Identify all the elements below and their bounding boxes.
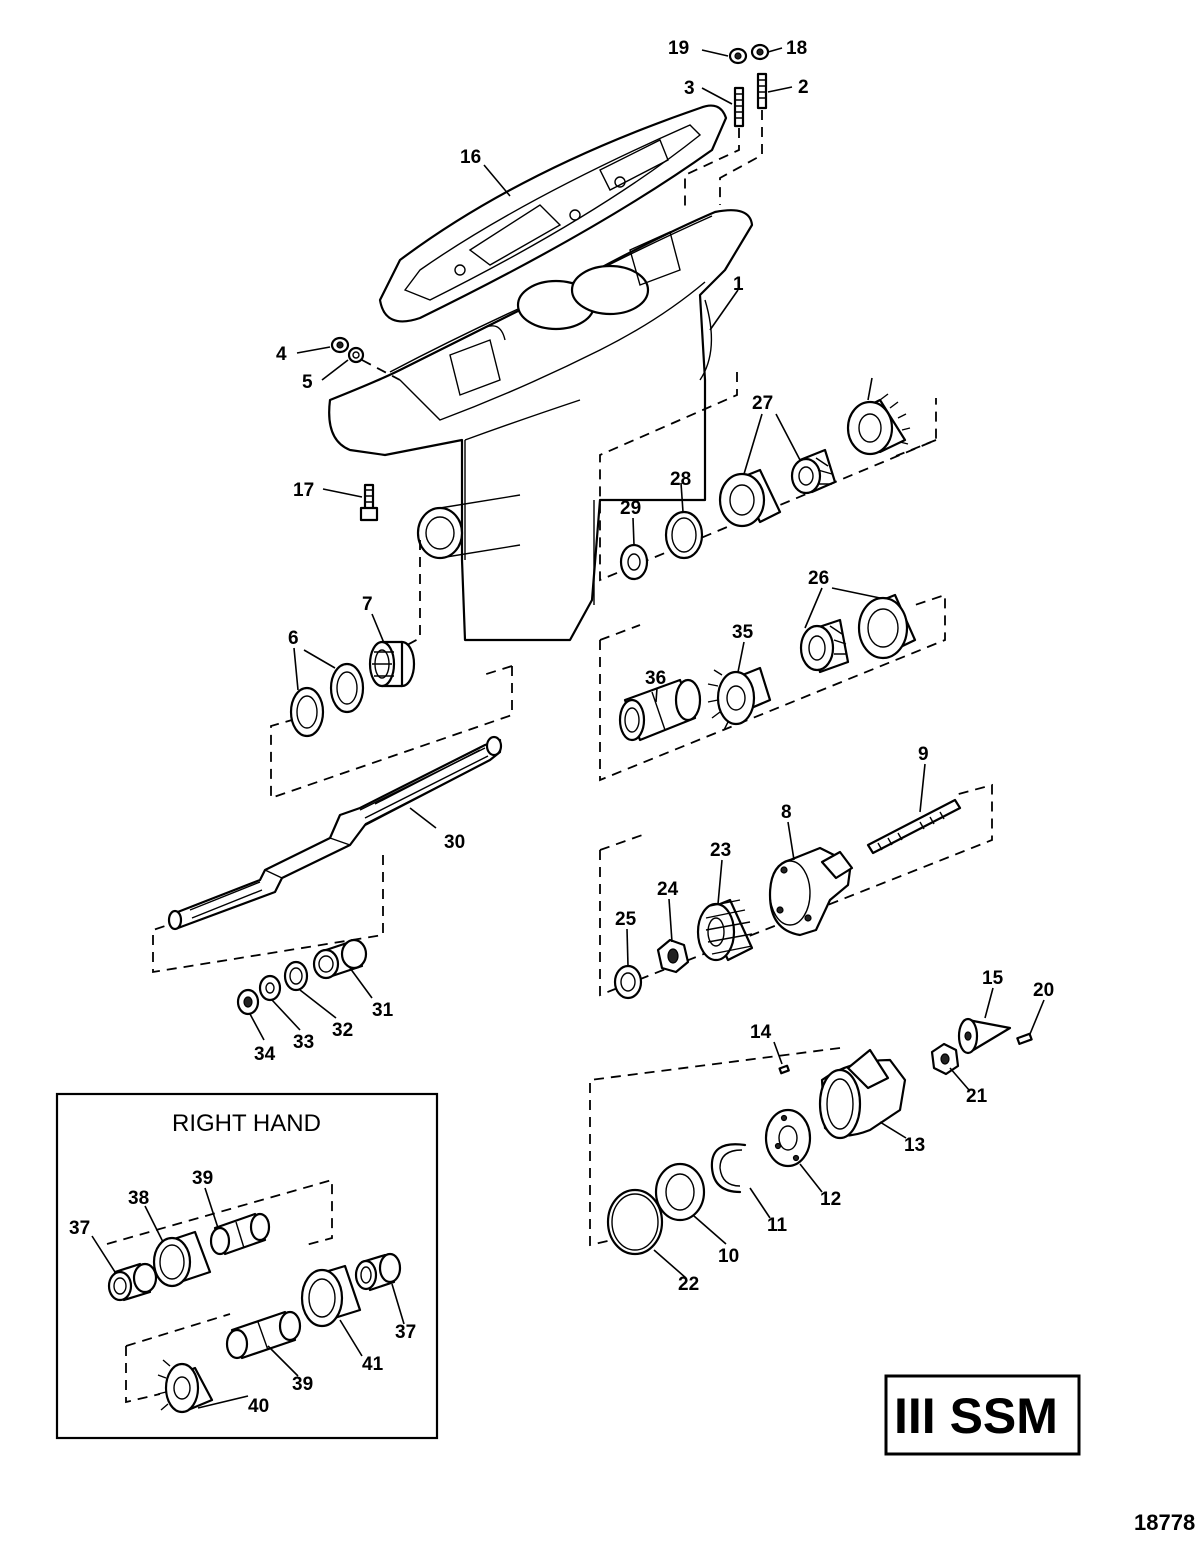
gear-housing-1 [328, 209, 754, 642]
stud-9 [866, 798, 962, 855]
callout-17: 17 [293, 480, 314, 501]
callout-27: 27 [752, 393, 773, 414]
callout-39-lower: 39 [292, 1374, 313, 1395]
tab-washer-12 [764, 1108, 812, 1168]
callout-8: 8 [781, 802, 792, 823]
pin-20 [1016, 1032, 1033, 1045]
callout-28: 28 [670, 469, 691, 490]
callout-32: 32 [332, 1020, 353, 1041]
retainer-23 [696, 898, 754, 962]
callout-18: 18 [786, 38, 807, 59]
nut-21 [930, 1042, 960, 1076]
callout-9: 9 [918, 744, 929, 765]
callout-2: 2 [798, 77, 809, 98]
nut-19 [728, 47, 748, 65]
pinion-gear-35 [707, 666, 772, 731]
reverse-gear [846, 393, 911, 456]
spacer-29 [619, 543, 649, 581]
callout-5: 5 [302, 372, 313, 393]
callout-7: 7 [362, 594, 373, 615]
bearing-cup-26 [857, 593, 917, 660]
sleeve-36 [618, 678, 702, 742]
figure-number: 18778 [1134, 1510, 1195, 1535]
callout-40: 40 [248, 1396, 269, 1417]
callout-36: 36 [645, 668, 666, 689]
bearing-7 [368, 640, 416, 688]
nut-18 [750, 43, 770, 61]
callout-13: 13 [904, 1135, 925, 1156]
callout-20: 20 [1033, 980, 1054, 1001]
callout-21: 21 [966, 1086, 988, 1107]
stud-3 [733, 86, 745, 128]
gear-40 [157, 1359, 214, 1414]
spacer-31 [312, 938, 368, 980]
callout-14: 14 [750, 1022, 772, 1043]
bearing-cup-41 [300, 1264, 362, 1328]
callout-34: 34 [254, 1044, 276, 1065]
retaining-ring-11 [710, 1143, 747, 1194]
bearing-cup-38 [152, 1230, 212, 1288]
callout-4: 4 [276, 344, 287, 365]
cone-15 [957, 1017, 1012, 1055]
bushing-37-upper [107, 1262, 158, 1302]
callout-38: 38 [128, 1188, 149, 1209]
stud-2 [756, 72, 768, 110]
callout-31: 31 [372, 1000, 394, 1021]
callout-41: 41 [362, 1354, 384, 1375]
callout-labels: 19 18 3 2 16 1 4 5 17 7 6 30 31 32 33 34… [254, 38, 1054, 1295]
propeller-shaft-30 [167, 735, 503, 931]
washer-33 [258, 974, 282, 1002]
washer-32 [283, 960, 309, 992]
gasket-16 [378, 104, 728, 323]
callout-30: 30 [444, 832, 465, 853]
callout-3: 3 [684, 78, 695, 99]
callout-39-upper: 39 [192, 1168, 213, 1189]
model-label-box: III SSM [884, 1374, 1081, 1456]
right-hand-inset: RIGHT HAND [55, 1092, 439, 1440]
callout-6: 6 [288, 628, 299, 649]
callout-26: 26 [808, 568, 829, 589]
callout-15: 15 [982, 968, 1004, 989]
o-ring-22 [606, 1188, 664, 1256]
callout-33: 33 [293, 1032, 314, 1053]
callout-16: 16 [460, 147, 481, 168]
callout-12: 12 [820, 1189, 841, 1210]
callout-37-upper: 37 [69, 1218, 90, 1239]
bearing-cup-27 [718, 468, 782, 528]
bearing-cone-26 [799, 618, 850, 674]
callout-22: 22 [678, 1274, 699, 1295]
callout-19: 19 [668, 38, 689, 59]
shim-28 [664, 510, 704, 560]
bushing-37-lower [354, 1252, 402, 1292]
sleeve-39-lower [225, 1310, 302, 1360]
nut-4 [330, 336, 350, 354]
seals-6 [289, 662, 365, 738]
inset-title: RIGHT HAND [172, 1110, 321, 1137]
callout-29: 29 [620, 498, 641, 519]
pin-14 [778, 1064, 790, 1075]
model-label: III SSM [894, 1388, 1058, 1444]
callout-11: 11 [767, 1215, 788, 1236]
screw-17 [359, 483, 379, 522]
fairing-13 [818, 1048, 907, 1140]
nut-24 [656, 938, 690, 974]
callout-37-lower: 37 [395, 1322, 416, 1343]
callout-23: 23 [710, 840, 731, 861]
callout-10: 10 [718, 1246, 739, 1267]
callout-35: 35 [732, 622, 754, 643]
callout-1: 1 [733, 274, 744, 295]
seal-25 [613, 964, 643, 1000]
callout-25: 25 [615, 909, 637, 930]
nut-34 [236, 988, 260, 1016]
bearing-carrier-8 [768, 846, 854, 937]
callout-24: 24 [657, 879, 679, 900]
washer-5 [347, 346, 365, 364]
bearing-cone-27 [790, 448, 837, 495]
washer-10 [654, 1162, 706, 1222]
sleeve-39-upper [209, 1212, 271, 1256]
